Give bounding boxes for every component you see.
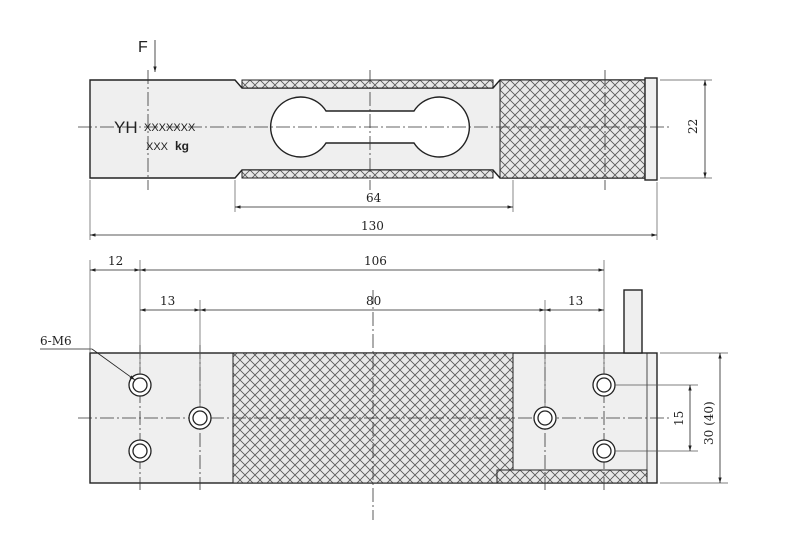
force-label: F xyxy=(138,39,148,56)
bottom-view: 6-M6 12 106 13 80 13 15 30 (40) xyxy=(40,254,728,520)
dim-height: 22 xyxy=(686,119,700,134)
capacity-unit: kg xyxy=(175,139,189,153)
dim-total-length: 130 xyxy=(361,219,384,233)
top-hatch-strip-lower xyxy=(241,169,494,179)
bottom-hatch-strip xyxy=(496,469,648,484)
model-text: YH xyxy=(114,118,138,137)
dim-center-span: 80 xyxy=(366,294,381,308)
model-code: XXXXXXX xyxy=(144,122,196,134)
dim-hole-span: 106 xyxy=(364,254,387,268)
dim-hole-vertical-pitch: 15 xyxy=(672,411,686,426)
top-hatch-cover xyxy=(499,79,646,179)
top-end-plate xyxy=(644,77,658,181)
cable xyxy=(623,289,643,354)
top-hatch-strip-upper xyxy=(241,79,494,89)
top-view: F YH XXXXXXX XXX kg 64 130 22 xyxy=(78,39,712,240)
dim-right-hole-pitch: 13 xyxy=(568,294,583,308)
hole-callout-leader xyxy=(91,348,136,381)
hole-callout: 6-M6 xyxy=(40,334,72,348)
capacity-prefix: XXX xyxy=(146,141,169,153)
dim-edge-to-hole: 12 xyxy=(108,254,123,268)
dim-left-hole-pitch: 13 xyxy=(160,294,175,308)
dim-width: 30 (40) xyxy=(702,401,716,445)
dim-gauge-span: 64 xyxy=(366,191,382,205)
